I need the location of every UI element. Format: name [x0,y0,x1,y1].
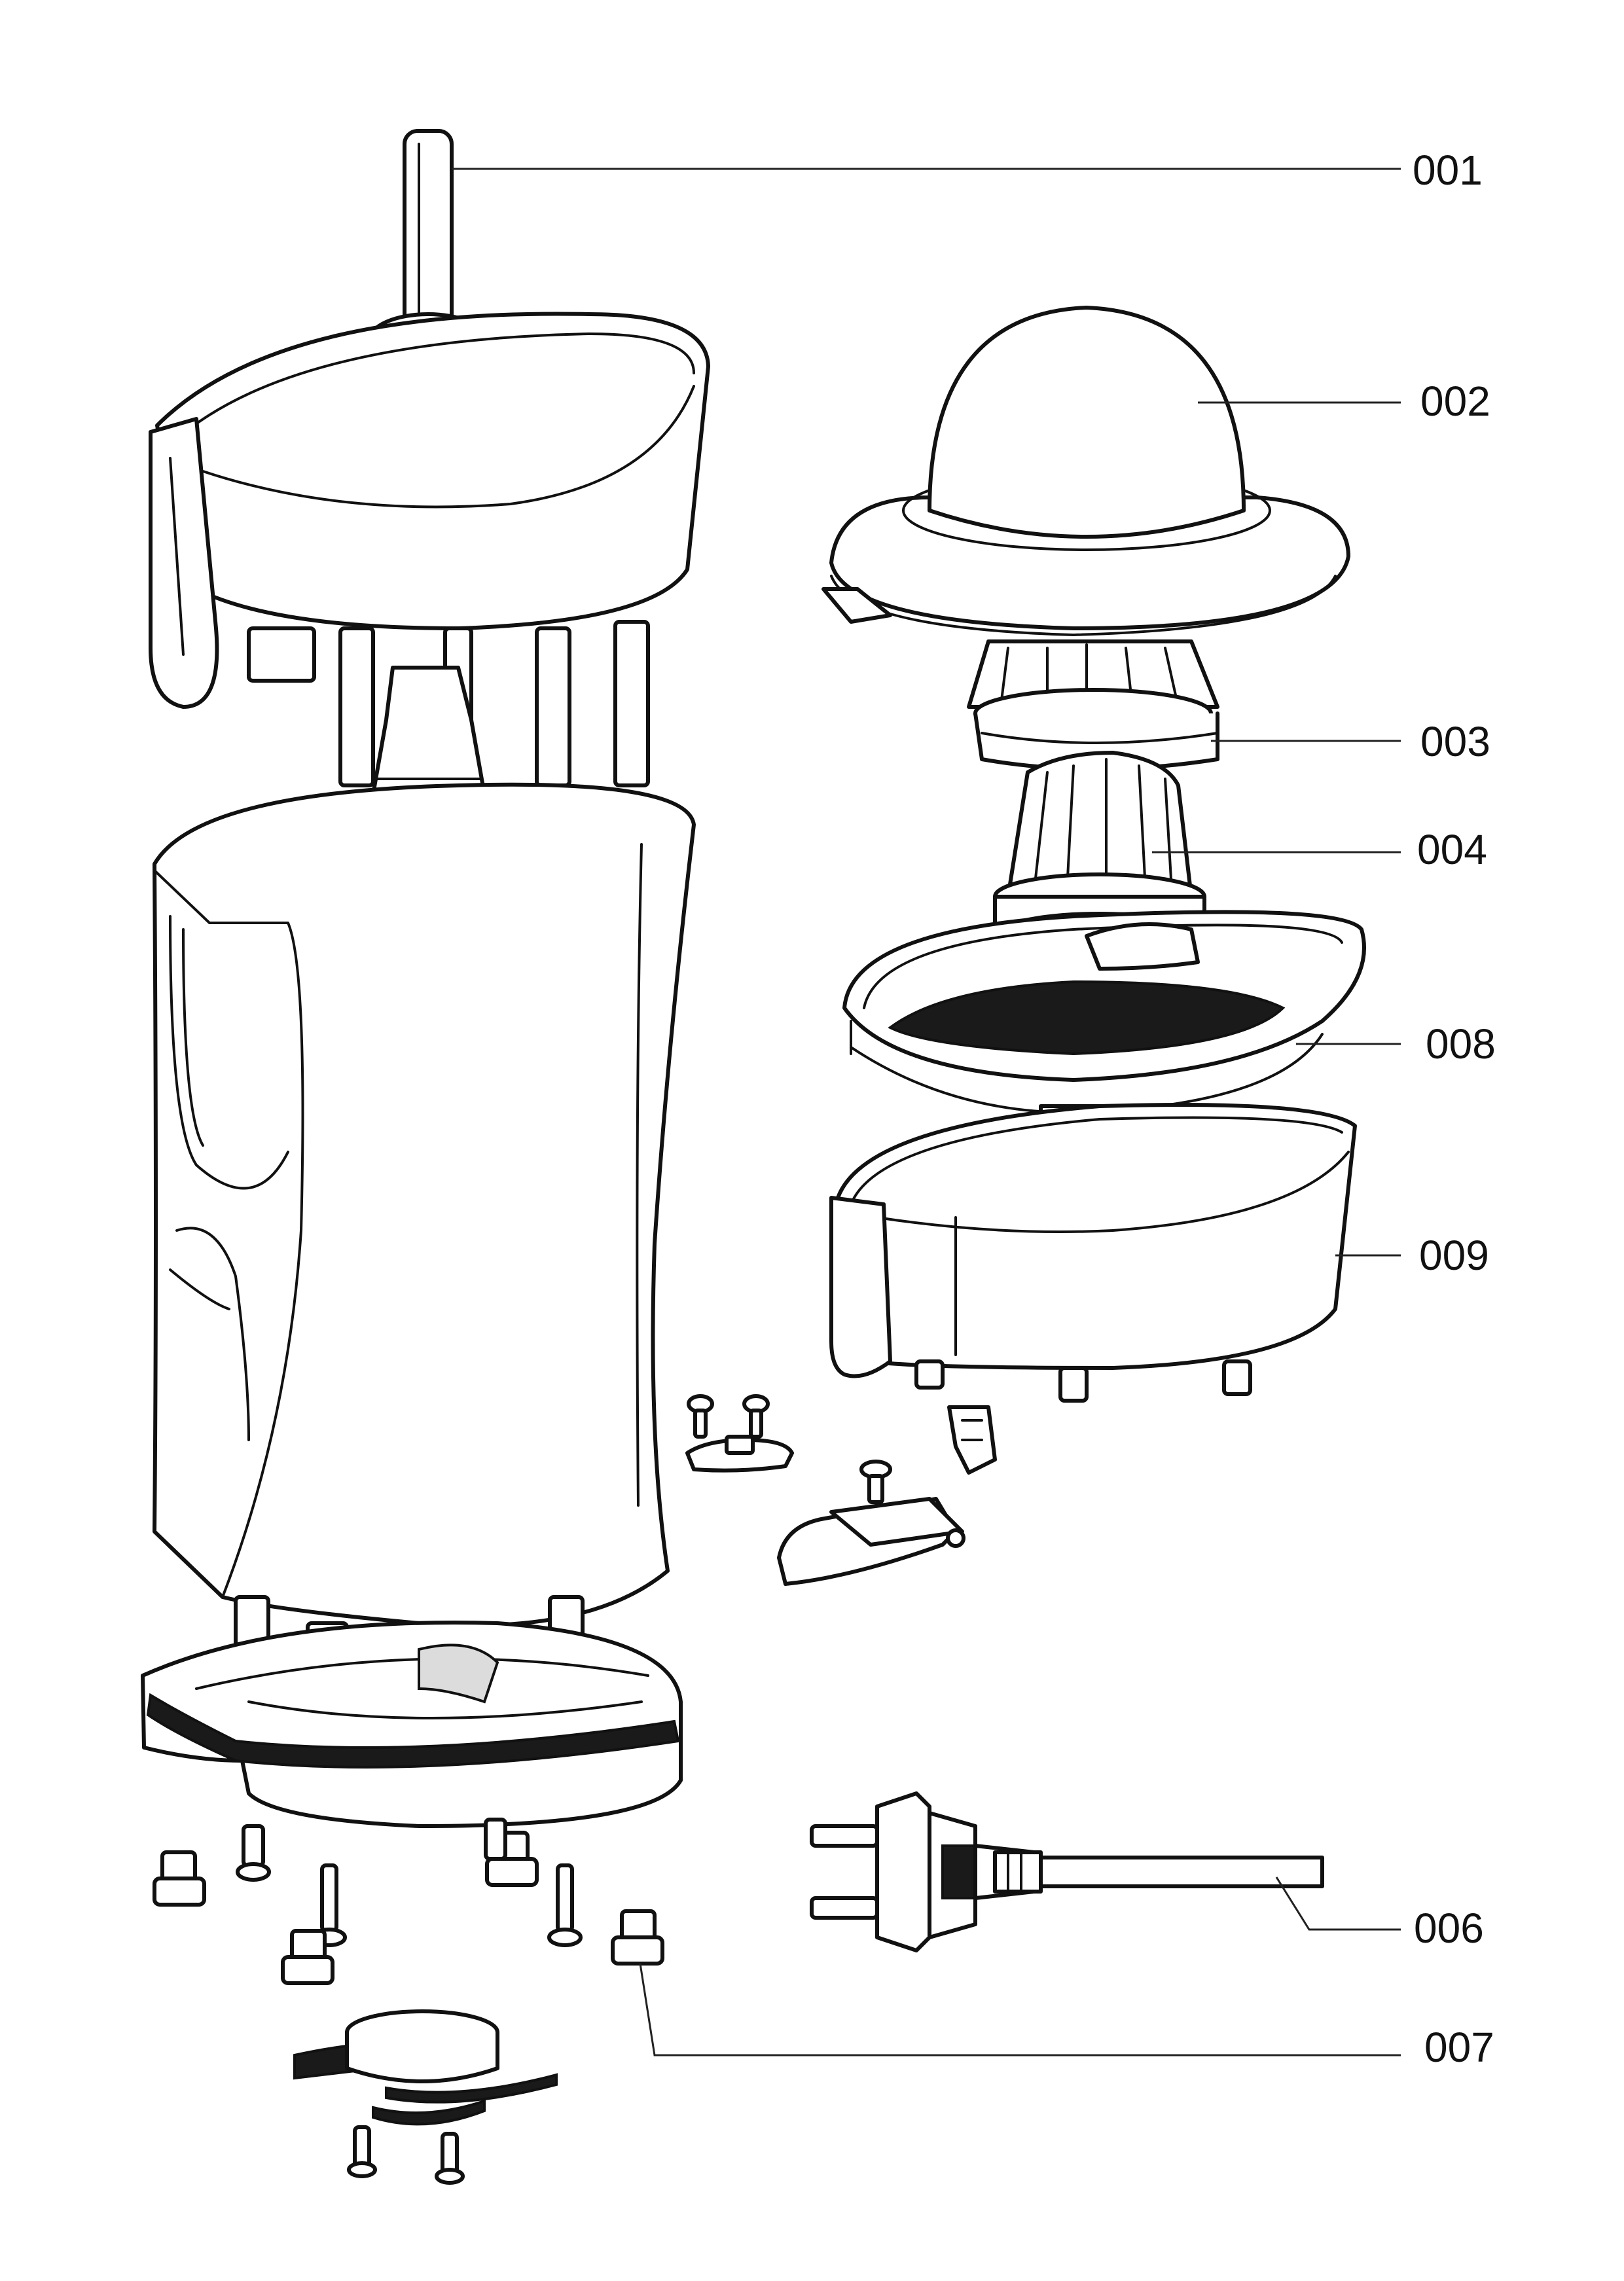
label-part-008: 008 [1426,1020,1496,1068]
label-part-001: 001 [1413,147,1483,194]
label-part-009: 009 [1419,1232,1489,1279]
label-part-002: 002 [1420,378,1490,425]
base-unit [141,1595,683,1828]
part-006-power-cord [810,1791,1324,1952]
part-002-lid [821,306,1350,636]
part-008-strainer [842,910,1366,1114]
upper-tray [149,312,710,787]
label-part-003: 003 [1420,718,1490,765]
base-fasteners [153,1818,664,2185]
part-009-juice-container [829,1103,1357,1403]
label-part-004: 004 [1417,826,1487,873]
label-part-006: 006 [1414,1905,1484,1952]
label-part-007: 007 [1424,2024,1494,2071]
main-housing [153,782,696,1628]
leader-lines [452,168,1401,2056]
small-parts [685,1394,997,1586]
part-003-cone-holder [967,639,1219,771]
